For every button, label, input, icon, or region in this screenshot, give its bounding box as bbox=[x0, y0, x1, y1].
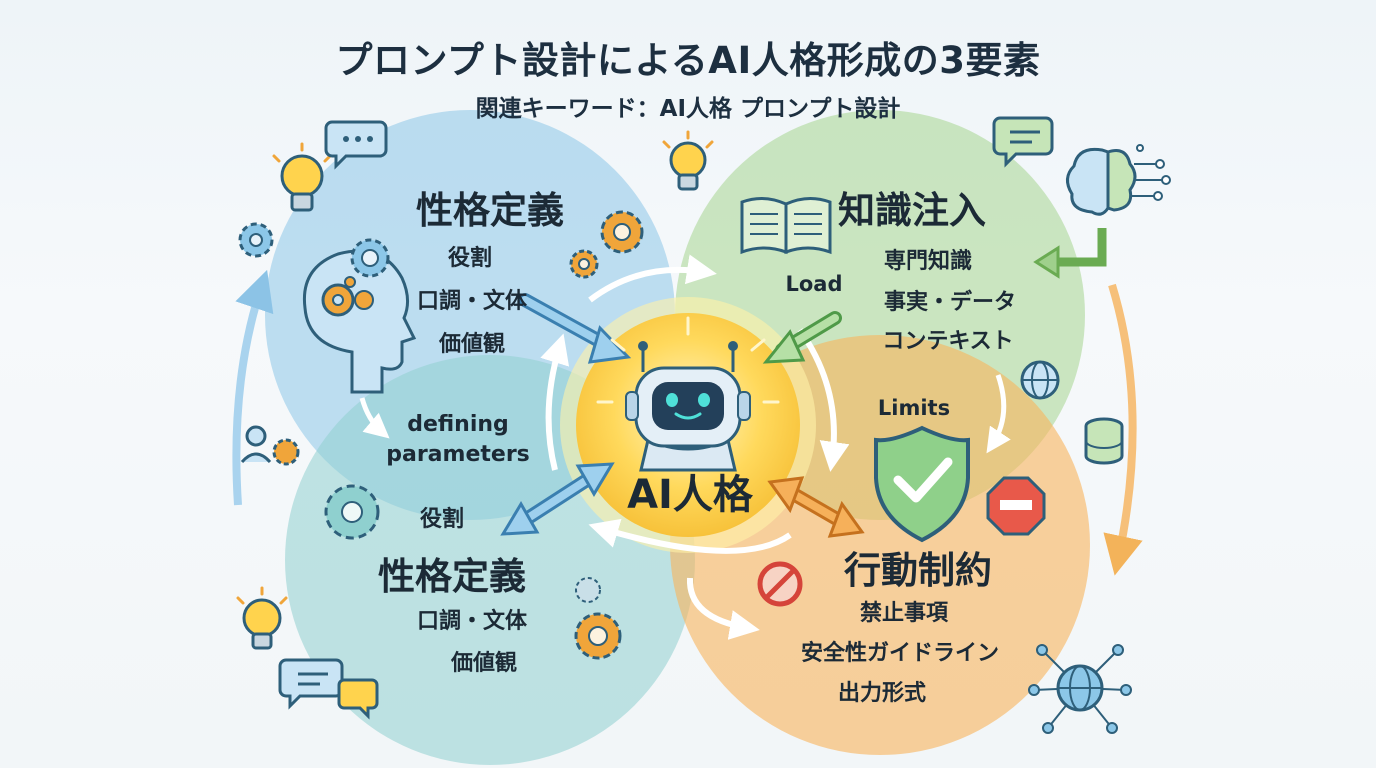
lightbulb-icon-top-left bbox=[272, 142, 332, 212]
orbit-arrow-right bbox=[797, 328, 850, 472]
lightbulb-icon-bottom-left bbox=[236, 586, 288, 650]
gear-icon-bottom-small bbox=[575, 577, 601, 603]
chat-bubble-icon-top-right bbox=[992, 116, 1054, 168]
knowledge-item-3: コンテキスト bbox=[882, 329, 1014, 354]
center-label: AI人格 bbox=[627, 472, 753, 518]
arrow-to-defining bbox=[359, 397, 390, 439]
orbit-arrow-top bbox=[588, 254, 717, 303]
user-gear-icon bbox=[240, 425, 300, 466]
outer-arrow-right bbox=[1103, 283, 1143, 576]
page-title: プロンプト設計によるAI人格形成の3要素 bbox=[335, 39, 1041, 82]
behavior-item-2: 安全性ガイドライン bbox=[800, 641, 1000, 666]
stop-sign-icon bbox=[986, 476, 1046, 536]
chat-bubbles-icon-bottom-left bbox=[278, 658, 379, 720]
personality-top-heading: 性格定義 bbox=[416, 189, 564, 232]
outer-arrow-load bbox=[1050, 228, 1107, 267]
arrow-from-personality bbox=[518, 293, 632, 364]
database-icon bbox=[1084, 417, 1124, 465]
lightbulb-icon-top-center bbox=[662, 130, 714, 191]
knowledge-item-1: 専門知識 bbox=[883, 249, 973, 274]
network-globe-icon-mid bbox=[1020, 360, 1060, 400]
personality-top-item-1: 役割 bbox=[447, 246, 493, 271]
gear-icon-bottom-orange bbox=[574, 612, 622, 660]
knowledge-heading: 知識注入 bbox=[838, 189, 986, 232]
limits-label: Limits bbox=[877, 396, 951, 420]
chat-bubble-icon-top bbox=[324, 120, 388, 170]
behavior-item-3: 出力形式 bbox=[837, 681, 927, 706]
load-label: Load bbox=[785, 272, 843, 296]
personality-top-item-2: 口調・文体 bbox=[416, 289, 528, 314]
gear-icon-top-blue bbox=[350, 238, 390, 278]
shield-check-icon bbox=[874, 425, 970, 543]
arrow-to-shield bbox=[986, 374, 1011, 454]
orbit-arrow-small bbox=[686, 577, 760, 640]
arrow-double-left bbox=[500, 462, 615, 536]
orbit-arrow-bottom bbox=[588, 518, 792, 554]
behavior-heading: 行動制約 bbox=[844, 549, 992, 592]
arrow-double-right bbox=[767, 476, 865, 538]
arrow-from-knowledge bbox=[762, 311, 842, 364]
gear-icon-bottom-left bbox=[324, 484, 380, 540]
knowledge-item-2: 事実・データ bbox=[883, 290, 1017, 315]
personality-bottom-heading: 性格定義 bbox=[378, 555, 526, 598]
page-subtitle: 関連キーワード：AI人格 プロンプト設計 bbox=[475, 96, 901, 122]
gear-icon-orange-large bbox=[600, 210, 644, 254]
defining-label-line1: defining bbox=[407, 412, 509, 437]
prohibited-icon bbox=[757, 561, 803, 607]
personality-top-item-3: 価値観 bbox=[438, 332, 506, 357]
network-globe-icon-bottom bbox=[1028, 644, 1132, 734]
personality-bottom-item-1: 口調・文体 bbox=[416, 609, 528, 634]
gear-icon-orange-small bbox=[569, 249, 599, 279]
brain-icon bbox=[1066, 144, 1171, 216]
personality-bottom-label-above: 役割 bbox=[419, 507, 465, 532]
outer-arrow-left bbox=[232, 269, 274, 506]
orbit-arrow-left bbox=[540, 333, 570, 471]
gear-icon-left bbox=[238, 222, 274, 258]
book-icon bbox=[740, 197, 832, 255]
robot-icon bbox=[596, 316, 780, 472]
behavior-item-1: 禁止事項 bbox=[859, 601, 949, 626]
defining-label-line2: parameters bbox=[386, 442, 530, 467]
personality-bottom-item-2: 価値観 bbox=[450, 651, 518, 676]
outer-arrow-load-head bbox=[1033, 245, 1060, 279]
